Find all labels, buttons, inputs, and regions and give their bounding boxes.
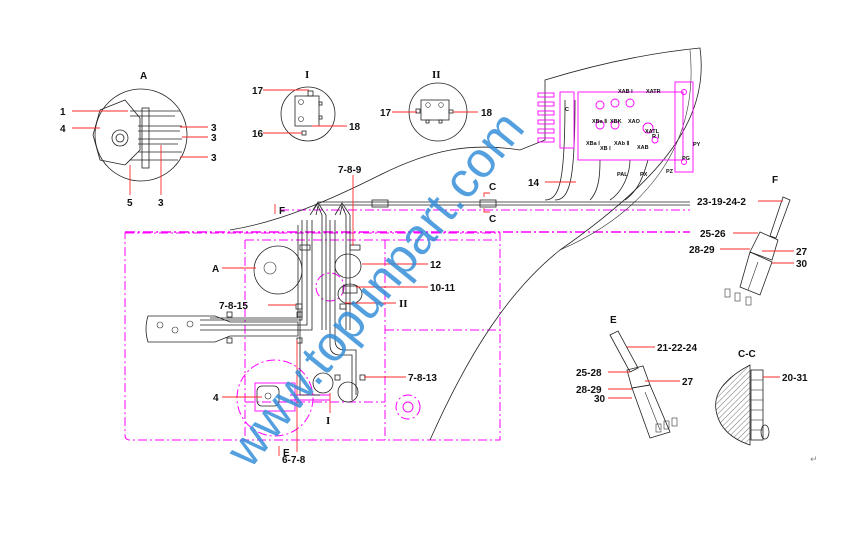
port-label: XBa Ⅰ	[586, 140, 600, 147]
port-label: PAL	[617, 172, 628, 178]
callout-10-11: 10-11	[430, 283, 455, 294]
callout-ii: II	[399, 298, 408, 310]
callout-e-27: 27	[682, 377, 694, 388]
pivot-hub	[111, 129, 129, 147]
callout-e-30: 30	[594, 394, 606, 405]
view-title-ii: II	[432, 69, 441, 81]
view-title-e: E	[610, 315, 617, 326]
callout-e-28-29: 28-29	[576, 385, 602, 396]
callout-7-8-13: 7-8-13	[408, 373, 437, 384]
callout-e-21-22-24: 21-22-24	[657, 343, 697, 354]
port-label: PX	[640, 172, 648, 178]
port-label: XBK	[610, 119, 622, 125]
callout-f-25-26: 25-26	[700, 229, 726, 240]
return-mark: ↵	[810, 455, 818, 465]
view-title-f: F	[772, 175, 778, 186]
section-mark-c-top: C	[489, 182, 496, 193]
hose-clamps	[226, 199, 497, 407]
watermark: www.topunpart.com	[214, 100, 534, 477]
callout-ii-17: 17	[380, 108, 392, 119]
detail-view-e: E 21-22-24 25-28 28-29 27 30	[576, 315, 697, 439]
main-view-callouts: 7-8-9 14 A 12 10-11 II 7-8-15 7-8-13 4 I…	[212, 165, 576, 466]
detail-view-a: A 1 4 3 3 3 5 3	[60, 71, 217, 209]
callout-i-16: 16	[252, 129, 264, 140]
callout-a-3d: 3	[158, 198, 164, 209]
callout-i: I	[326, 415, 330, 427]
port-label: PY	[693, 142, 701, 148]
view-arrow-e: E	[283, 448, 290, 459]
section-view-c-c: C-C 20-31	[715, 349, 808, 446]
port-label: XBa Ⅱ	[592, 118, 607, 125]
clamp-bar	[141, 107, 150, 169]
detail-circle-a	[94, 88, 188, 182]
valve-body-ii	[420, 99, 450, 121]
pedal-plate	[92, 99, 141, 166]
callout-f-30: 30	[796, 259, 808, 270]
hose-bundle-a	[130, 110, 182, 161]
machine-outline	[229, 47, 702, 441]
callout-a-5: 5	[127, 198, 133, 209]
detail-circle-i	[280, 86, 336, 142]
port-label: XAb Ⅱ	[614, 140, 630, 147]
view-title-i: I	[305, 69, 309, 81]
section-mark-c-bottom: C	[489, 214, 496, 225]
callout-a-4: 4	[60, 124, 66, 135]
port-label: PG	[682, 156, 690, 162]
port-label: PZ	[666, 169, 674, 175]
callout-12: 12	[430, 260, 442, 271]
view-title-c-c: C-C	[738, 349, 756, 360]
port-label: R Ⅰ	[652, 133, 660, 140]
callout-i-18: 18	[349, 122, 361, 133]
pivot-bore	[115, 133, 125, 143]
port-label: XAB	[637, 145, 649, 151]
callout-4: 4	[213, 393, 219, 404]
callout-ii-18: 18	[481, 108, 493, 119]
callout-a-3b: 3	[211, 133, 217, 144]
port-label: XATL	[645, 129, 660, 135]
port-label: XB Ⅰ	[600, 145, 611, 152]
valve-body-i	[294, 95, 320, 127]
callout-i-17: 17	[252, 86, 264, 97]
callout-6-7-8: 6-7-8	[282, 455, 306, 466]
view-title-a: A	[140, 71, 147, 82]
callout-f-28-29: 28-29	[689, 245, 715, 256]
detail-view-i: I 17 16 18	[252, 69, 361, 142]
control-valve-block: XAB I XATR XBa Ⅱ XBK XAO XATL XBa Ⅰ XAb …	[537, 81, 701, 178]
port-label: XATR	[646, 89, 661, 95]
callout-7-8-15: 7-8-15	[219, 301, 248, 312]
callout-f-27: 27	[796, 247, 808, 258]
port-label: XAB I	[618, 89, 633, 95]
callout-14: 14	[528, 178, 540, 189]
callout-a: A	[212, 264, 219, 275]
detail-view-ii: II 17 18	[380, 69, 493, 142]
port-label: XAO	[628, 119, 641, 125]
port-label: C	[565, 107, 569, 113]
detail-view-f: F 23-19-24-2 25-26 28-29 27 30	[689, 175, 808, 306]
callout-e-25-28: 25-28	[576, 368, 602, 379]
callout-a-3a: 3	[211, 123, 217, 134]
callout-c-c-20-31: 20-31	[782, 373, 808, 384]
callout-f-23-19-24-2: 23-19-24-2	[697, 197, 746, 208]
view-arrow-f: F	[279, 206, 285, 217]
callout-a-1: 1	[60, 107, 66, 118]
pilot-hose-routing	[200, 99, 690, 400]
left-pedal-assembly	[145, 245, 303, 343]
view-a-in-place	[253, 245, 303, 295]
callout-a-3c: 3	[211, 153, 217, 164]
callout-7-8-9: 7-8-9	[338, 165, 362, 176]
